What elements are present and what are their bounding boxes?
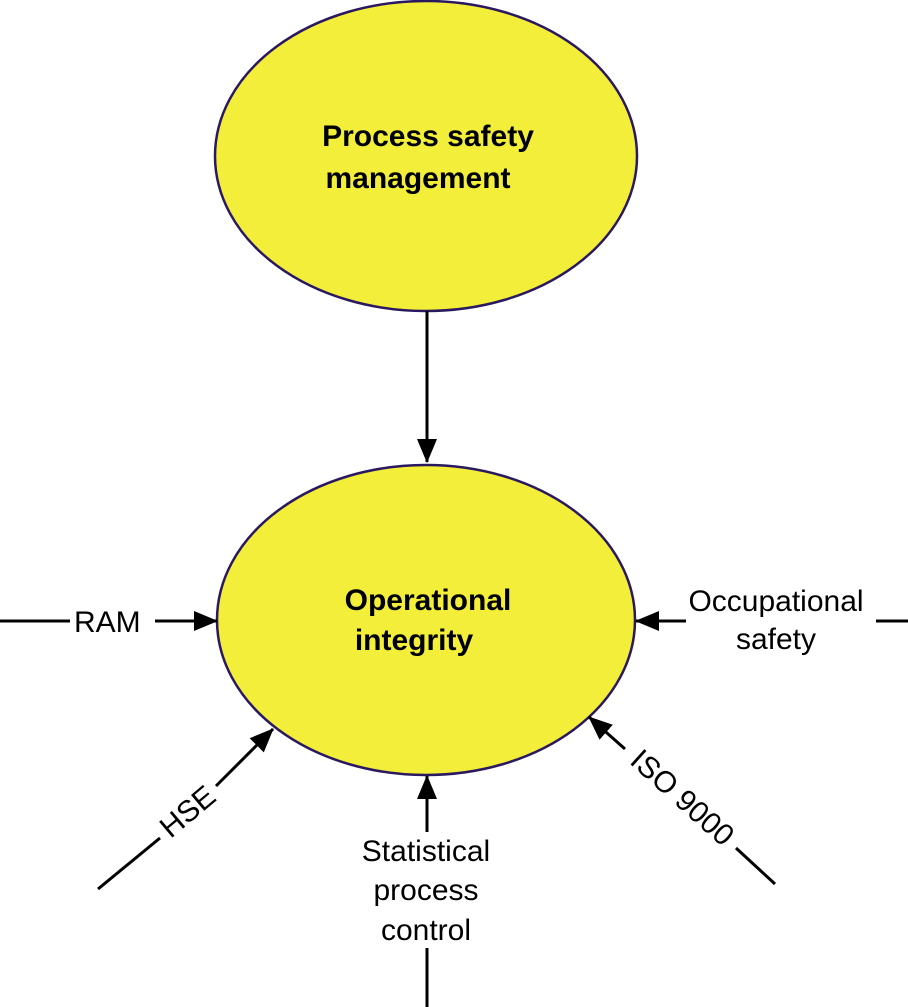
operational-integrity-node: Operational integrity bbox=[215, 463, 637, 777]
process-safety-management-node: Process safety management bbox=[213, 0, 639, 313]
iso-9000-arrow bbox=[588, 715, 626, 751]
operational-integrity-label-line2: integrity bbox=[355, 624, 474, 657]
hse-arrow bbox=[214, 727, 275, 788]
process-safety-management-label-line1: Process safety bbox=[322, 120, 534, 153]
iso-9000-line-lower bbox=[734, 846, 777, 886]
statistical-process-control-input: Statistical process control bbox=[362, 775, 490, 1007]
occupational-safety-label-line1: Occupational bbox=[688, 585, 863, 618]
iso-9000-input: ISO 9000 bbox=[588, 715, 777, 886]
operational-integrity-ellipse bbox=[215, 463, 637, 777]
ram-input: RAM bbox=[0, 606, 218, 639]
occupational-safety-label-line2: safety bbox=[736, 623, 816, 656]
hse-label: HSE bbox=[154, 780, 222, 845]
process-safety-management-label-line2: management bbox=[325, 162, 510, 195]
occupational-safety-input: Occupational safety bbox=[635, 585, 908, 656]
process-safety-management-ellipse bbox=[213, 0, 639, 313]
spc-label-line3: control bbox=[381, 914, 471, 947]
hse-input: HSE bbox=[97, 727, 275, 891]
iso-9000-label: ISO 9000 bbox=[624, 743, 740, 852]
ram-label: RAM bbox=[74, 606, 141, 639]
spc-label-line2: process bbox=[373, 874, 478, 907]
spc-label-line1: Statistical bbox=[362, 835, 490, 868]
operational-integrity-label-line1: Operational bbox=[345, 584, 512, 617]
hse-line-lower bbox=[97, 836, 161, 891]
